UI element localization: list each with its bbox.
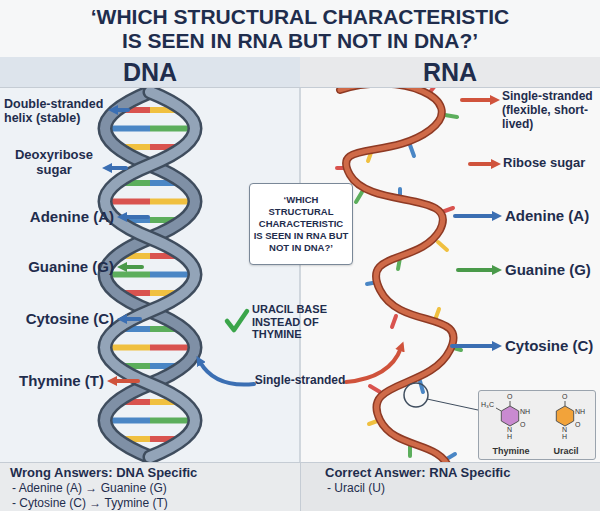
pointer-arrow — [458, 268, 495, 272]
answer-panel: Wrong Answers: DNA Specific- Adenine (A)… — [0, 462, 300, 511]
pointer-arrow — [124, 265, 142, 269]
check-mark — [227, 311, 247, 330]
pointer-arrow — [346, 348, 401, 382]
atom-label: N — [507, 426, 519, 434]
atom-label: O — [507, 393, 519, 401]
answer-item: - Uracil (U) — [325, 481, 590, 496]
base-tick — [445, 115, 457, 117]
answer-panel: Correct Answer: RNA Specific- Uracil (U) — [300, 462, 600, 511]
pointer-arrow — [115, 108, 128, 112]
rna-bases — [337, 68, 461, 460]
feature-label: Single-stranded — [250, 374, 350, 388]
panel-heading: Correct Answer: RNA Specific — [325, 465, 590, 481]
header-text: RNA — [423, 58, 477, 87]
base-label: Cytosine (C) — [4, 310, 114, 327]
atom-label: NH — [575, 408, 591, 416]
pointer-arrow — [462, 98, 493, 102]
structure-name: Uracil — [541, 446, 591, 456]
dna-helix — [105, 92, 195, 457]
pointer-arrow — [452, 344, 495, 348]
question-text: ‘WHICH STRUCTURAL CHARACTERISTIC IS SEEN… — [253, 194, 349, 254]
pointer-arrow — [455, 214, 495, 218]
panel-heading: Wrong Answers: DNA Specific — [10, 465, 290, 481]
feature-label: Single-stranded (flexible, short-lived) — [502, 90, 600, 131]
base-label: Guanine (G) — [505, 261, 600, 278]
pointer-arrow — [124, 317, 140, 321]
diagram-title: ‘WHICH STRUCTURAL CHARACTERISTIC IS SEEN… — [80, 5, 520, 53]
helix-strand — [105, 92, 195, 457]
base-label: Adenine (A) — [505, 207, 600, 224]
base-tick — [410, 145, 414, 156]
pointer-arrow — [114, 379, 138, 383]
pointer-arrow — [124, 215, 148, 219]
base-label: Guanine (G) — [4, 258, 114, 275]
atom-label: H₃C — [481, 401, 501, 409]
feature-label: Double-stranded helix (stable) — [4, 97, 110, 126]
pointer-arrows — [109, 100, 495, 385]
atom-label: H — [507, 433, 519, 441]
feature-label: Deoxyribose sugar — [8, 148, 100, 178]
base-tick — [392, 316, 396, 327]
pointer-arrow — [470, 162, 494, 166]
base-tick — [438, 242, 447, 250]
rna-strand-outline — [340, 84, 454, 470]
base-tick — [370, 386, 380, 392]
rna-strand — [340, 84, 454, 470]
base-tick — [356, 192, 362, 202]
pointer-arrow — [200, 362, 254, 385]
atom-label: N — [562, 426, 574, 434]
atom-label: O — [562, 393, 574, 401]
header-band: RNA — [300, 57, 600, 88]
base-label: Adenine (A) — [4, 208, 114, 225]
base-label: Thymine (T) — [4, 372, 104, 389]
helix-strand — [105, 92, 195, 457]
zoom-line — [427, 399, 478, 410]
structure-name: Thymine — [486, 446, 536, 456]
dna-panel — [0, 88, 300, 462]
answer-item: - Adenine (A) → Guanine (G) — [10, 481, 290, 496]
helix-strand — [105, 92, 195, 457]
atom-label: H — [562, 433, 574, 441]
base-label: Cytosine (C) — [505, 337, 600, 354]
atom-label: NH — [520, 408, 536, 416]
header-band: DNA — [0, 57, 300, 88]
question-box: ‘WHICH STRUCTURAL CHARACTERISTIC IS SEEN… — [249, 183, 353, 265]
base-tick — [420, 381, 423, 392]
answer-callout: URACIL BASE INSTEAD OF THYMINE — [252, 303, 342, 341]
atom-label: O — [520, 421, 532, 429]
feature-label: Ribose sugar — [503, 156, 598, 171]
pointer-arrow — [109, 166, 126, 170]
rna-panel — [300, 88, 600, 462]
zoom-circle — [404, 383, 428, 407]
header-text: DNA — [123, 58, 177, 87]
answer-item: - Cytosine (C) → Tyymine (T) — [10, 496, 290, 511]
helix-strand — [105, 92, 195, 457]
atom-label: O — [575, 421, 587, 429]
